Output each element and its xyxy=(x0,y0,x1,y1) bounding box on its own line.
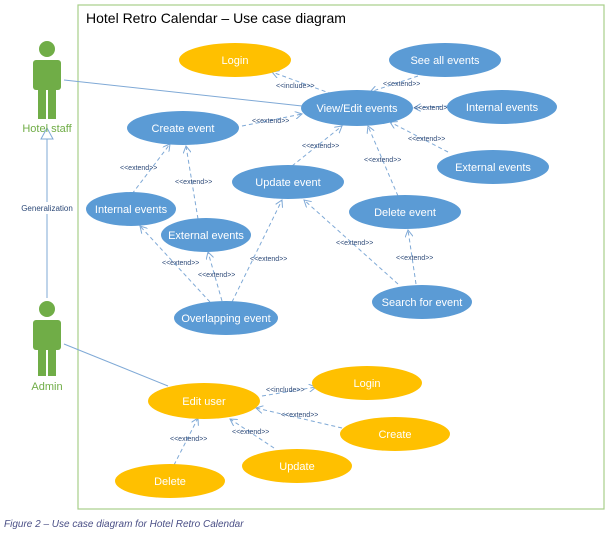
extend-external-view xyxy=(390,122,449,153)
label-extend-internalleft-create: <<extend>> xyxy=(120,165,157,172)
use-case-internal-events-right[interactable]: Internal events xyxy=(447,90,557,124)
actor-hotel-staff[interactable]: Hotel staff xyxy=(22,41,73,135)
use-case-see-all-events[interactable]: See all events xyxy=(389,43,501,77)
extend-delete-view xyxy=(368,126,399,197)
label-extend-delete-edituser: <<extend>> xyxy=(170,436,207,443)
use-case-label: Update xyxy=(279,461,314,473)
extend-internalleft-create xyxy=(131,144,170,195)
extend-overlap-internalleft xyxy=(140,226,211,303)
use-case-label: External events xyxy=(455,162,531,174)
use-case-edit-user[interactable]: Edit user xyxy=(148,383,260,419)
extend-create-edituser xyxy=(256,408,343,429)
label-extend-overlap-externalleft: <<extend>> xyxy=(198,272,235,279)
use-case-label: Create xyxy=(378,429,411,441)
use-case-label: External events xyxy=(168,230,244,242)
figure-caption: Figure 2 – Use case diagram for Hotel Re… xyxy=(4,519,244,530)
include-view-login xyxy=(272,72,333,95)
actor-figure-icon xyxy=(33,41,61,119)
use-case-create[interactable]: Create xyxy=(340,417,450,451)
label-extend-create-edituser: <<extend>> xyxy=(281,412,318,419)
label-extend-update-edituser: <<extend>> xyxy=(232,429,269,436)
actor-label: Hotel staff xyxy=(22,123,72,135)
extend-overlap-externalleft xyxy=(208,252,223,302)
label-extend-update-view: <<extend>> xyxy=(302,143,339,150)
use-case-label: View/Edit events xyxy=(316,103,398,115)
use-case-overlapping-event[interactable]: Overlapping event xyxy=(174,301,278,335)
use-case-label: Delete event xyxy=(374,207,436,219)
actor-admin[interactable]: Admin xyxy=(31,301,63,393)
use-case-view-edit-events[interactable]: View/Edit events xyxy=(301,90,413,126)
use-case-label: Login xyxy=(222,55,249,67)
use-case-label: Overlapping event xyxy=(181,313,270,325)
use-case-delete-event[interactable]: Delete event xyxy=(349,195,461,229)
label-include-edituser-login: <<include>> xyxy=(266,387,305,394)
label-extend-external-view: <<extend>> xyxy=(408,136,445,143)
extend-update-view xyxy=(291,126,342,167)
relationships xyxy=(131,72,449,466)
use-case-external-events-right[interactable]: External events xyxy=(437,150,549,184)
use-case-create-event[interactable]: Create event xyxy=(127,111,239,145)
label-extend-search-update: <<extend>> xyxy=(336,240,373,247)
use-case-update[interactable]: Update xyxy=(242,449,352,483)
actor-label: Admin xyxy=(31,381,62,393)
label-extend-delete-view: <<extend>> xyxy=(364,157,401,164)
use-case-label: Create event xyxy=(152,123,215,135)
label-extend-overlap-update: <<extend>> xyxy=(250,256,287,263)
use-case-external-events-left[interactable]: External events xyxy=(161,218,251,252)
relation-labels: <<include>> <<extend>> <<extend>> <<exte… xyxy=(120,81,451,443)
label-extend-search-delete: <<extend>> xyxy=(396,255,433,262)
extend-seeall-view xyxy=(370,75,419,92)
label-extend-externalleft-create: <<extend>> xyxy=(175,179,212,186)
extend-search-delete xyxy=(408,230,417,285)
generalization-arrowhead xyxy=(40,126,54,140)
actor-figure-icon xyxy=(33,301,61,376)
use-case-label: See all events xyxy=(410,55,480,67)
generalization-label-bg xyxy=(20,202,74,214)
extend-delete-edituser xyxy=(173,418,198,466)
use-case-label: Delete xyxy=(154,476,186,488)
use-case-label: Internal events xyxy=(466,102,539,114)
use-case-label: Internal events xyxy=(95,204,168,216)
extend-search-update xyxy=(304,200,399,285)
extend-internal-view xyxy=(414,106,449,108)
include-edituser-login xyxy=(261,387,316,397)
label-include-view-login: <<include>> xyxy=(276,83,315,90)
system-boundary xyxy=(77,4,605,510)
extend-update-edituser xyxy=(230,419,275,449)
extend-externalleft-create xyxy=(186,146,199,220)
extend-overlap-update xyxy=(231,200,282,303)
extend-create-view xyxy=(241,114,302,127)
generalization-label: Generalization xyxy=(21,204,73,213)
use-case-login-top[interactable]: Login xyxy=(179,43,291,77)
label-extend-create-view: <<extend>> xyxy=(252,118,289,125)
use-case-label: Login xyxy=(354,378,381,390)
label-extend-overlap-internalleft: <<extend>> xyxy=(162,260,199,267)
use-case-label: Update event xyxy=(255,177,320,189)
admin-association-line xyxy=(63,343,169,387)
use-case-update-event[interactable]: Update event xyxy=(232,165,344,199)
diagram-title: Hotel Retro Calendar – Use case diagram xyxy=(86,10,346,26)
use-case-login-bottom[interactable]: Login xyxy=(312,366,422,400)
use-case-label: Edit user xyxy=(182,396,226,408)
staff-association-line xyxy=(63,79,303,107)
use-case-delete[interactable]: Delete xyxy=(115,464,225,498)
use-case-internal-events-left[interactable]: Internal events xyxy=(86,192,176,226)
use-case-search-for-event[interactable]: Search for event xyxy=(372,285,472,319)
use-case-label: Search for event xyxy=(382,297,463,309)
label-extend-seeall-view: <<extend>> xyxy=(383,81,420,88)
label-extend-internal-view: <<extend>> xyxy=(414,105,451,112)
